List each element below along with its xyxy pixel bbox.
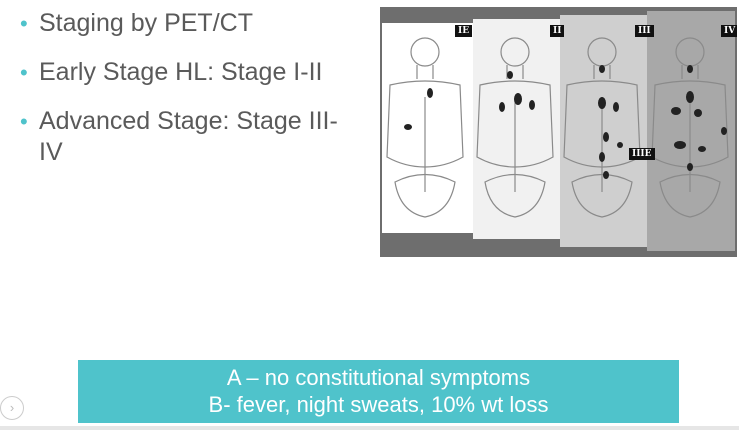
bullet-dot-icon: • [20, 60, 28, 85]
banner-line: A – no constitutional symptoms [226, 365, 531, 390]
bullet-item: • Staging by PET/CT [20, 8, 350, 39]
bullet-text: Early Stage HL: Stage I-II [39, 58, 323, 86]
stage-panel-1 [382, 23, 476, 233]
stage-panel-2 [473, 19, 561, 239]
bullet-list: • Staging by PET/CT • Early Stage HL: Stag… [20, 8, 350, 186]
stage-tag: IV [721, 25, 737, 37]
chevron-right-icon[interactable]: › [0, 396, 24, 420]
stage-tag: IIIE [629, 148, 655, 160]
stage-tag: IE [455, 25, 473, 37]
bullet-text: Staging by PET/CT [39, 9, 253, 37]
body-outline [476, 37, 554, 218]
symptom-banner: A – no constitutional symptoms B- fever,… [78, 360, 679, 423]
stage-tag: III [635, 25, 654, 37]
bottom-divider [0, 426, 739, 430]
staging-figure: IE II III IV IIIE [380, 7, 737, 257]
bullet-item: • Advanced Stage: Stage III-IV [20, 106, 350, 168]
bullet-dot-icon: • [20, 11, 28, 36]
bullet-text: Advanced Stage: Stage III-IV [39, 107, 338, 166]
anatomy-illustration [386, 37, 729, 218]
bullet-dot-icon: • [20, 109, 28, 134]
stage-panel-4 [647, 11, 735, 251]
stage-tag: II [550, 25, 565, 37]
body-outline [651, 37, 729, 218]
banner-line: B- fever, night sweats, 10% wt loss [208, 392, 549, 417]
body-outline [386, 37, 464, 218]
bullet-item: • Early Stage HL: Stage I-II [20, 57, 350, 88]
body-outline [563, 37, 641, 218]
stage-panel-3 [560, 15, 647, 247]
